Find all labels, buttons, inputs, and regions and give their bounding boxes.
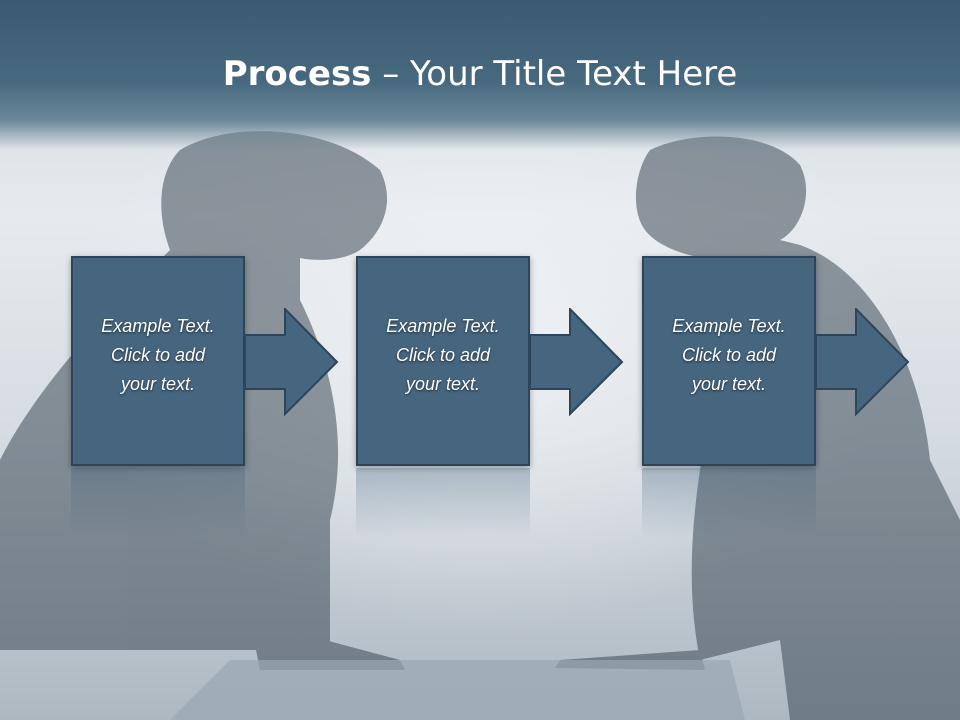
step-3-line-1: Example Text. (672, 316, 786, 336)
step-3-text[interactable]: Example Text. Click to add your text. (652, 312, 806, 399)
step-2-line-2: Click to add (395, 345, 491, 365)
right-arrow-icon (816, 308, 910, 416)
title-bar (0, 0, 960, 150)
step-3-reflection (642, 468, 816, 538)
right-arrow-icon (245, 308, 339, 416)
step-2-line-1: Example Text. (386, 316, 500, 336)
step-3-line-3: your text. (691, 374, 767, 394)
step-2-reflection (356, 468, 530, 538)
step-1-text[interactable]: Example Text. Click to add your text. (81, 312, 235, 399)
step-2-line-3: your text. (405, 374, 481, 394)
process-step-2[interactable]: Example Text. Click to add your text. (356, 256, 530, 466)
step-3-line-2: Click to add (681, 345, 777, 365)
step-1-reflection (71, 468, 245, 538)
right-arrow-icon (530, 308, 624, 416)
title-rest: – Your Title Text Here (371, 54, 738, 94)
step-1-line-1: Example Text. (101, 316, 215, 336)
slide-title[interactable]: Process – Your Title Text Here (0, 52, 960, 96)
step-1-line-2: Click to add (110, 345, 206, 365)
process-step-3[interactable]: Example Text. Click to add your text. (642, 256, 816, 466)
table (170, 660, 745, 720)
title-bold: Process (222, 54, 372, 94)
step-1-line-3: your text. (120, 374, 196, 394)
step-2-text[interactable]: Example Text. Click to add your text. (366, 312, 520, 399)
process-step-1[interactable]: Example Text. Click to add your text. (71, 256, 245, 466)
